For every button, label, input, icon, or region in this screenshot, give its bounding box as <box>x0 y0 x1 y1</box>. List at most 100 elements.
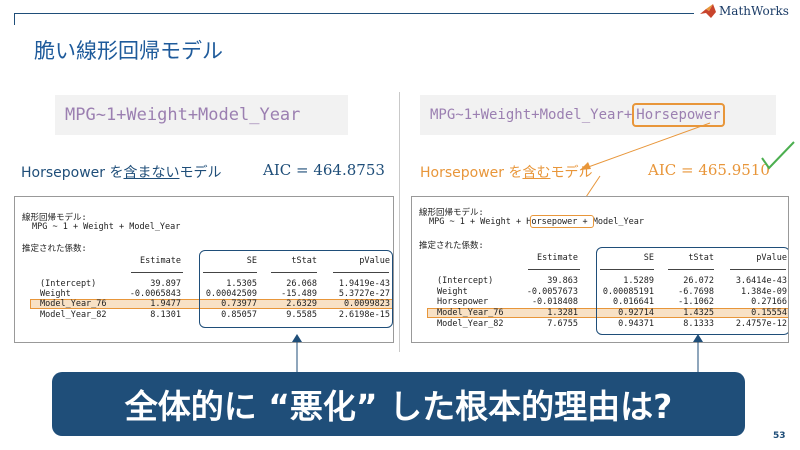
regression-output-right: 線形回帰モデル: MPG ~ 1 + Weight + Horsepower +… <box>411 196 789 343</box>
label-right-prefix: Horsepower を <box>420 165 523 181</box>
panel-right-model-prefix: MPG ~ 1 + Weight + <box>429 217 527 227</box>
table-cell: 0.94371 <box>618 319 654 329</box>
table-cell: 39.897 <box>150 279 181 289</box>
col-underline <box>668 269 714 270</box>
question-text: 全体的に “悪化” した根本的理由は? <box>124 387 673 426</box>
up-arrow-right <box>693 334 703 374</box>
table-cell: -1.1062 <box>678 297 714 307</box>
regression-output-left: 線形回帰モデル: MPG ~ 1 + Weight + Model_Year 推… <box>14 196 394 343</box>
col-header-pvalue: pValue <box>756 253 787 263</box>
table-row-label: (Intercept) <box>40 279 97 289</box>
slide-title: 脆い線形回帰モデル <box>34 39 223 63</box>
table-cell: 2.6198e-15 <box>338 310 390 320</box>
formula-left-text: MPG~1+Weight+Model_Year <box>65 105 301 125</box>
table-cell: -15.489 <box>281 289 317 299</box>
table-cell: 1.384e-09 <box>740 287 787 297</box>
table-cell: 7.6755 <box>547 319 578 329</box>
col-underline <box>271 272 317 273</box>
col-underline <box>600 269 654 270</box>
mathworks-logo: MathWorks <box>700 4 789 18</box>
col-header-estimate: Estimate <box>140 256 181 266</box>
label-left: Horsepower を含まないモデル <box>21 162 221 182</box>
col-header-pvalue: pValue <box>359 256 390 266</box>
table-cell: 2.6329 <box>286 299 317 309</box>
table-cell: 26.068 <box>286 279 317 289</box>
table-cell: 0.85057 <box>221 310 257 320</box>
col-header-se: SE <box>643 253 654 263</box>
col-underline <box>528 269 580 270</box>
panel-left-coef-title: 推定された係数: <box>22 244 87 254</box>
table-cell: -0.018408 <box>531 297 578 307</box>
table-row-label: Weight <box>437 287 468 297</box>
table-cell: 0.0099823 <box>343 299 390 309</box>
table-cell: 5.3727e-27 <box>338 289 390 299</box>
panel-right-coef-title: 推定された係数: <box>419 241 484 251</box>
table-cell: -6.7698 <box>678 287 714 297</box>
table-cell: -0.0065843 <box>129 289 181 299</box>
table-cell: 2.4757e-12 <box>735 319 787 329</box>
panel-right-model-suffix: + Model_Year <box>577 217 644 227</box>
formula-right: MPG~1+Weight+Model_Year+Horsepower <box>420 95 776 135</box>
frame-top-line <box>14 13 694 14</box>
col-header-tstat: tStat <box>291 256 317 266</box>
panel-left-header: 線形回帰モデル: <box>22 213 87 223</box>
col-underline <box>203 272 257 273</box>
table-cell: 1.5305 <box>226 279 257 289</box>
mathworks-membrane-icon <box>700 4 716 18</box>
table-cell: 0.73977 <box>221 299 257 309</box>
label-left-prefix: Horsepower を <box>21 165 124 181</box>
formula-right-horsepower: Horsepower <box>632 103 725 127</box>
se-tstat-pvalue-box <box>199 250 393 328</box>
panel-right-model-horsepower: Horsepower <box>526 217 578 227</box>
table-row-label: Weight <box>40 289 71 299</box>
table-cell: 1.9419e-43 <box>338 279 390 289</box>
table-row-label: Model_Year_76 <box>40 299 107 309</box>
checkmark-icon <box>761 141 795 170</box>
table-row-label: Model_Year_82 <box>40 310 107 320</box>
panel-right-header: 線形回帰モデル: <box>419 208 484 218</box>
label-left-suffix: モデル <box>179 165 222 181</box>
col-underline <box>131 272 183 273</box>
table-cell: 26.072 <box>683 276 714 286</box>
table-cell: 8.1301 <box>150 310 181 320</box>
table-row-label: (Intercept) <box>437 276 494 286</box>
table-row-label: Model_Year_82 <box>437 319 504 329</box>
table-cell: 39.863 <box>547 276 578 286</box>
aic-right: AIC = 465.9510 <box>648 161 770 179</box>
label-right-emphasis: 含む <box>522 165 551 181</box>
question-banner: 全体的に “悪化” した根本的理由は? <box>52 372 745 436</box>
label-left-emphasis: 含まない <box>123 165 180 181</box>
table-cell: 8.1333 <box>683 319 714 329</box>
col-header-se: SE <box>246 256 257 266</box>
formula-right-prefix: MPG~1+Weight+Model_Year+ <box>430 107 633 123</box>
table-cell: 0.016641 <box>613 297 654 307</box>
col-header-estimate: Estimate <box>537 253 578 263</box>
table-cell: 1.5289 <box>623 276 654 286</box>
panel-left-model: MPG ~ 1 + Weight + Model_Year <box>32 222 181 232</box>
col-header-tstat: tStat <box>688 253 714 263</box>
aic-left: AIC = 464.8753 <box>263 161 385 179</box>
formula-left: MPG~1+Weight+Model_Year <box>55 95 348 135</box>
logo-text: MathWorks <box>719 4 789 18</box>
table-cell: 0.00042509 <box>205 289 257 299</box>
se-tstat-pvalue-box <box>596 247 788 335</box>
frame-left-line <box>14 13 15 25</box>
up-arrow-left <box>292 334 302 374</box>
table-cell: 3.6414e-43 <box>735 276 787 286</box>
table-cell: 1.4325 <box>683 308 714 318</box>
table-cell: 9.5585 <box>286 310 317 320</box>
horsepower-arrow <box>579 122 711 171</box>
table-cell: 0.00085191 <box>602 287 654 297</box>
table-cell: 1.3281 <box>547 308 578 318</box>
center-divider <box>399 92 400 352</box>
table-cell: 1.9477 <box>150 299 181 309</box>
row-highlight-model-year-76 <box>427 308 788 318</box>
horsepower-term-box <box>530 215 594 228</box>
col-underline <box>730 269 786 270</box>
table-cell: -0.0057673 <box>526 287 578 297</box>
table-cell: 0.92714 <box>618 308 654 318</box>
panel-right-model: MPG ~ 1 + Weight + Horsepower + Model_Ye… <box>429 217 644 227</box>
col-underline <box>333 272 389 273</box>
page-number: 53 <box>773 431 786 441</box>
table-cell: 0.27166 <box>751 297 787 307</box>
